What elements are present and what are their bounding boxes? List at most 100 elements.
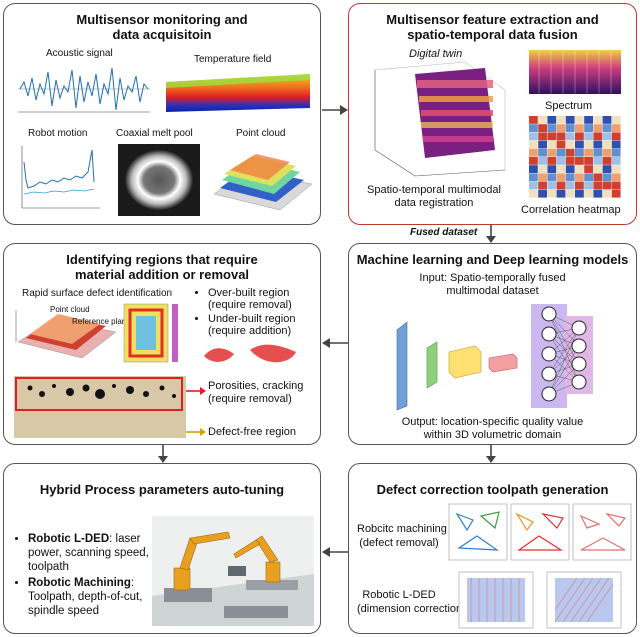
parameter-bullets: Robotic L-DED: laser power, scanning spe… — [14, 532, 168, 620]
nn-node — [571, 320, 587, 336]
heatmap-cell — [584, 189, 593, 198]
heatmap-cell — [584, 173, 593, 182]
correlation-heatmap — [527, 114, 623, 200]
heatmap-cell — [593, 157, 603, 165]
heatmap-cell — [538, 181, 547, 190]
region-bullets: Over-built region(require removal) Under… — [194, 287, 295, 339]
heatmap-cell — [593, 116, 603, 124]
heatmap-cell — [602, 173, 612, 182]
bullet-over-built: Over-built region(require removal) — [208, 287, 295, 311]
heatmap-cell — [556, 173, 566, 182]
acoustic-signal-plot — [14, 62, 154, 117]
heatmap-cell — [575, 140, 584, 149]
heatmap-cell — [529, 173, 538, 182]
heatmap-cell — [538, 140, 547, 149]
heatmap-cell — [602, 140, 612, 149]
deviation-map — [122, 302, 184, 368]
nn-node — [571, 356, 587, 372]
nn-connection — [548, 333, 580, 383]
heatmap-cell — [565, 140, 575, 149]
heatmap-cell — [593, 132, 603, 141]
heatmap-cell — [538, 132, 547, 141]
heatmap-cell — [602, 124, 612, 132]
nn-node — [541, 326, 557, 342]
machining-label: Robcitc machining (defect removal) — [357, 523, 447, 549]
heatmap-cell — [556, 132, 566, 141]
spectrum-label: Spectrum — [545, 100, 593, 112]
panel-title: Defect correction toolpath generation — [376, 482, 609, 497]
heatmap-cell — [565, 132, 575, 141]
heatmap-cell — [565, 116, 575, 124]
heatmap-cell — [602, 165, 612, 173]
heatmap-cell — [538, 165, 547, 173]
heatmap-cell — [565, 181, 575, 190]
robot-motion-label: Robot motion — [28, 128, 88, 139]
heatmap-cell — [602, 132, 612, 141]
lded-label: Robotic L-DED (dimension correction) — [357, 589, 466, 615]
heatmap-cell — [611, 189, 621, 198]
heatmap-cell — [584, 148, 593, 157]
panel-identify-regions: Identifying regions that require materia… — [3, 243, 321, 445]
spectrum-plot — [525, 48, 623, 98]
nn-connection — [548, 345, 580, 395]
acoustic-label: Acoustic signal — [46, 48, 113, 59]
heatmap-cell — [565, 173, 575, 182]
heatmap-cell — [556, 165, 566, 173]
heatmap-cell — [556, 116, 566, 124]
heatmap-cell — [611, 173, 621, 182]
heatmap-cell — [602, 148, 612, 157]
pointcloud-label: Point cloud — [236, 128, 286, 139]
heatmap-cell — [547, 140, 557, 149]
heatmap-cell — [602, 189, 612, 198]
meltpool-label: Coaxial melt pool — [116, 128, 193, 139]
heatmap-cell — [611, 181, 621, 190]
pointcloud-image — [210, 144, 316, 216]
arrow-to-auto-tuning — [322, 547, 348, 557]
heatmap-cell — [593, 148, 603, 157]
heatmap-cell — [565, 157, 575, 165]
nn-node — [571, 338, 587, 354]
arrow-to-autotuning — [158, 445, 168, 463]
digital-twin-plot — [355, 60, 515, 180]
heatmap-cell — [565, 148, 575, 157]
nn-connection — [548, 313, 580, 365]
heatmap-cell — [611, 116, 621, 124]
heatmap-cell — [575, 189, 584, 198]
porosity-label: Porosities, cracking (require removal) — [208, 380, 304, 405]
digital-twin-label: Digital twin — [409, 48, 463, 60]
temperature-field-image — [162, 68, 314, 118]
lded-toolpaths — [457, 570, 625, 632]
nn-node — [541, 346, 557, 362]
heatmap-cell — [593, 181, 603, 190]
heatmap-cell — [538, 173, 547, 182]
heatmap-cell — [556, 148, 566, 157]
heatmap-cell — [575, 173, 584, 182]
heatmap-cell — [575, 165, 584, 173]
machining-toolpaths — [447, 502, 633, 564]
point-cloud-tag: Point cloud — [50, 305, 90, 314]
defect-free-label: Defect-free region — [208, 426, 297, 438]
arrow-fused-dataset — [486, 225, 496, 243]
heatmap-cell — [538, 189, 547, 198]
heatmap-cell — [611, 140, 621, 149]
heatmap-cell — [602, 157, 612, 165]
heatmap-cell — [547, 148, 557, 157]
panel-title: Multisensor monitoring and data acquisit… — [76, 12, 248, 42]
arrow-to-toolpath — [486, 445, 496, 463]
heatmap-cell — [584, 124, 593, 132]
heatmap-cell — [611, 157, 621, 165]
heatmap-cell — [593, 165, 603, 173]
heatmap-cell — [584, 132, 593, 141]
heatmap-cell — [584, 140, 593, 149]
heatmap-cell — [565, 124, 575, 132]
heatmap-cell — [556, 157, 566, 165]
heatmap-cell — [538, 116, 547, 124]
panel-ml-models: Machine learning and Deep learning model… — [348, 243, 637, 445]
heatmap-cell — [565, 189, 575, 198]
rapid-identification-label: Rapid surface defect identification — [22, 288, 173, 299]
heatmap-cell — [529, 124, 538, 132]
heatmap-cell — [593, 140, 603, 149]
nn-node — [541, 306, 557, 322]
input-label: Input: Spatio-temporally fused multimoda… — [419, 272, 566, 297]
nn-node — [541, 386, 557, 402]
